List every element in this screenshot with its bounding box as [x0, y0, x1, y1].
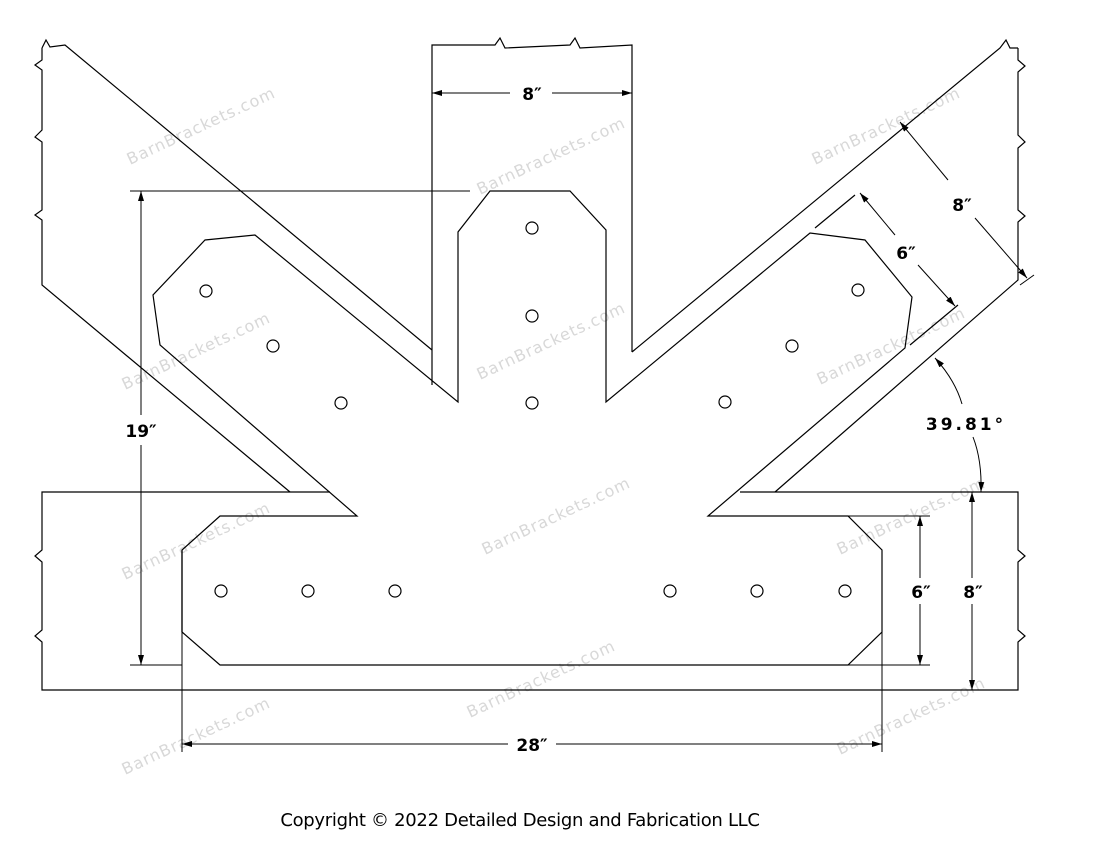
bolt-hole [388, 584, 402, 598]
bolt-hole [785, 339, 799, 353]
bolt-hole [334, 396, 348, 410]
watermark: BarnBrackets.com [809, 83, 964, 169]
bolt-hole [663, 584, 677, 598]
timbers [33, 36, 1026, 691]
bolt-hole [525, 396, 539, 410]
dim-label: 6″ [896, 244, 916, 264]
left-brace-beam [33, 38, 433, 493]
dimension-bottom-beam: 8″ [963, 492, 983, 690]
dim-label: 39.81° [926, 415, 1006, 435]
bolt-holes [199, 221, 865, 598]
dimension-width: 28″ [181, 632, 883, 756]
bolt-hole [214, 584, 228, 598]
dim-label: 6″ [911, 583, 931, 603]
dimension-post-width: 8″ [432, 85, 632, 105]
watermark: BarnBrackets.com [464, 636, 619, 722]
watermark: BarnBrackets.com [474, 113, 629, 199]
dim-label: 28″ [516, 736, 548, 756]
bolt-hole [266, 339, 280, 353]
watermark: BarnBrackets.com [124, 83, 279, 169]
copyright-text: Copyright © 2022 Detailed Design and Fab… [280, 810, 760, 831]
right-brace-beam [631, 38, 1026, 493]
dimension-bottom-leg: 6″ [848, 515, 931, 666]
watermark: BarnBrackets.com [119, 308, 274, 394]
watermark: BarnBrackets.com [479, 473, 634, 559]
dimension-diagonal-beam: 8″ [899, 121, 1035, 286]
dimension-diagonal-leg: 6″ [859, 192, 956, 307]
bolt-hole [199, 284, 213, 298]
watermark: BarnBrackets.com [474, 298, 629, 384]
bracket-plate [152, 190, 913, 666]
dimension-angle: 39.81° [926, 357, 1006, 493]
watermark: BarnBrackets.com [119, 498, 274, 584]
dimension-height: 19″ [125, 190, 470, 666]
bolt-hole [718, 395, 732, 409]
bolt-hole [750, 584, 764, 598]
bolt-hole [838, 584, 852, 598]
watermark: BarnBrackets.com [834, 673, 989, 759]
bolt-hole [525, 309, 539, 323]
post [431, 36, 633, 385]
dim-label: 19″ [125, 422, 157, 442]
bolt-hole [851, 283, 865, 297]
bolt-hole [301, 584, 315, 598]
plate-edge-lines [181, 194, 959, 632]
watermarks: BarnBrackets.com BarnBrackets.com BarnBr… [119, 83, 989, 779]
bolt-hole [525, 221, 539, 235]
dim-label: 8″ [522, 85, 542, 105]
watermark: BarnBrackets.com [119, 693, 274, 779]
dim-label: 8″ [952, 196, 972, 216]
dim-label: 8″ [963, 583, 983, 603]
bottom-beam [34, 491, 1026, 691]
